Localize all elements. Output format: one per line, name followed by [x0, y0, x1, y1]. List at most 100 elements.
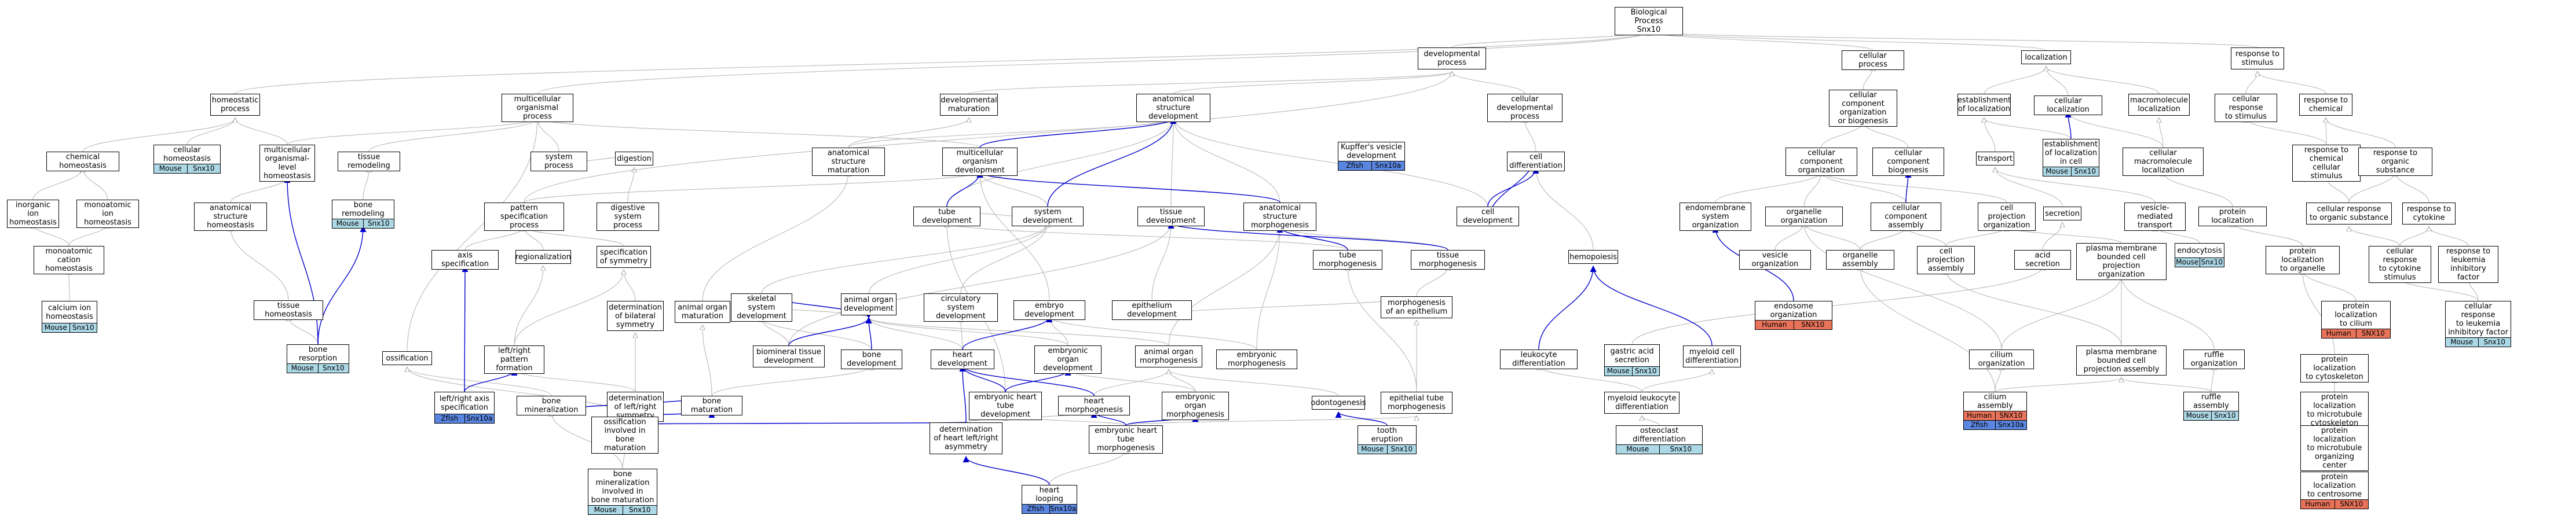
go-term-node[interactable]: anatomical structure morphogenesis [1243, 203, 1316, 231]
go-term-node[interactable]: cellular response to stimulus [2215, 94, 2277, 122]
go-term-node[interactable]: skeletal system development [731, 293, 792, 322]
go-term-node[interactable]: embryonic heart tube development [969, 392, 1042, 420]
go-term-node[interactable]: inorganic ion homeostasis [7, 200, 59, 228]
go-term-node[interactable]: cell differentiation [1507, 152, 1565, 171]
go-term-node[interactable]: macromolecule localization [2128, 94, 2190, 116]
go-term-node[interactable]: tissue remodeling [338, 152, 400, 171]
go-term-node[interactable]: digestion [615, 152, 653, 165]
go-term-node[interactable]: odontogenesis [1311, 396, 1366, 410]
go-term-node[interactable]: cellular component organization or bioge… [1829, 90, 1897, 127]
go-term-node[interactable]: organelle assembly [1826, 250, 1894, 270]
go-term-node[interactable]: protein localization to microtubule cyto… [2300, 392, 2369, 429]
go-term-node[interactable]: transport [1976, 152, 2014, 165]
go-term-node[interactable]: embryo development [1013, 300, 1085, 320]
go-term-node[interactable]: response to chemical [2299, 94, 2352, 116]
go-term-node[interactable]: axis specification [431, 250, 499, 270]
go-term-node[interactable]: left/right pattern formation [484, 345, 544, 374]
go-term-node[interactable]: heart development [931, 350, 994, 369]
go-term-node[interactable]: developmental maturation [940, 94, 998, 116]
go-term-node[interactable]: ruffle organization [2183, 350, 2245, 369]
go-term-node[interactable]: vesicle organization [1739, 250, 1811, 270]
go-term-node[interactable]: determination of bilateral symmetry [607, 301, 664, 331]
go-term-node[interactable]: ossification involved in bone maturation [591, 417, 658, 454]
go-term-node[interactable]: cell projection organization [1978, 203, 2036, 231]
go-term-node[interactable]: bone mineralization involved in bone mat… [588, 469, 657, 515]
go-term-node[interactable]: animal organ maturation [675, 301, 730, 323]
go-term-node[interactable]: cellular process [1842, 50, 1904, 70]
go-term-node[interactable]: circulatory system development [924, 293, 998, 322]
go-term-node[interactable]: anatomical structure maturation [812, 148, 885, 176]
go-term-node[interactable]: biomineral tissue development [753, 345, 825, 367]
go-term-node[interactable]: protein localization to cytoskeleton [2300, 354, 2369, 382]
go-term-node[interactable]: embryonic organ morphogenesis [1162, 392, 1229, 420]
go-term-node[interactable]: multicellular organismal process [502, 94, 573, 122]
go-term-node[interactable]: response to leukemia inhibitory factor [2438, 246, 2498, 283]
go-term-node[interactable]: organelle organization [1765, 207, 1843, 226]
go-term-node[interactable]: chemical homeostasis [46, 152, 119, 171]
go-term-node[interactable]: cilium organization [1969, 350, 2034, 369]
go-term-node[interactable]: response to cytokine [2402, 203, 2456, 225]
go-term-node[interactable]: embryonic morphogenesis [1216, 350, 1297, 369]
go-term-node[interactable]: multicellular organism development [942, 148, 1018, 176]
go-term-node[interactable]: acid secretion [2014, 250, 2071, 270]
go-term-node[interactable]: pattern specification process [484, 203, 564, 231]
go-term-node[interactable]: protein localization to microtubule orga… [2300, 425, 2369, 471]
go-term-node[interactable]: endomembrane system organization [1679, 203, 1751, 231]
go-term-node[interactable]: homeostatic process [210, 94, 260, 116]
go-term-node[interactable]: developmental process [1418, 47, 1486, 69]
go-term-node[interactable]: monoatomic cation homeostasis [34, 246, 104, 274]
go-term-node[interactable]: cell development [1457, 207, 1519, 226]
go-term-node[interactable]: secretion [2043, 207, 2081, 220]
go-term-node[interactable]: myeloid cell differentiation [1683, 345, 1741, 367]
go-term-node[interactable]: tissue homeostasis [254, 300, 323, 320]
go-term-node[interactable]: plasma membrane bounded cell projection … [2076, 345, 2167, 376]
go-term-node[interactable]: epithelial tube morphogenesis [1381, 392, 1452, 414]
go-term-node[interactable]: Biological Process Snx10 [1615, 7, 1683, 35]
go-term-node[interactable]: cellular localization [2034, 95, 2102, 115]
go-term-node[interactable]: specification of symmetry [597, 246, 651, 268]
go-term-node[interactable]: multicellular organismal-level homeostas… [259, 145, 315, 182]
go-term-node[interactable]: cellular component organization [1785, 148, 1857, 176]
go-term-node[interactable]: anatomical structure development [1136, 94, 1210, 122]
go-term-node[interactable]: anatomical structure homeostasis [194, 203, 267, 231]
go-term-node[interactable]: embryonic organ development [1034, 345, 1102, 374]
go-term-node[interactable]: tube morphogenesis [1313, 250, 1382, 270]
go-term-node[interactable]: protein localization [2198, 207, 2267, 226]
go-term-node[interactable]: vesicle-mediated transport [2124, 203, 2186, 231]
go-term-node[interactable]: ossification [382, 351, 432, 365]
go-term-node[interactable]: determination of heart left/right asymme… [930, 422, 1002, 454]
go-term-node[interactable]: response to chemical cellular stimulus [2292, 145, 2361, 182]
go-term-node[interactable]: cellular response to leukemia inhibitory… [2445, 301, 2511, 347]
go-term-node[interactable]: heart morphogenesis [1058, 396, 1130, 415]
go-term-node[interactable]: embryonic heart tube morphogenesis [1089, 425, 1163, 454]
go-term-node[interactable]: animal organ morphogenesis [1135, 345, 1202, 367]
go-term-node[interactable]: system process [530, 152, 587, 171]
go-term-node[interactable]: plasma membrane bounded cell projection … [2076, 243, 2167, 280]
go-term-node[interactable]: bone maturation [681, 396, 742, 415]
go-term-node[interactable]: hemopoiesis [1568, 250, 1618, 264]
go-term-node[interactable]: response to stimulus [2231, 47, 2284, 69]
go-term-node[interactable]: tissue development [1137, 207, 1205, 226]
go-term-node[interactable]: monoatomic ion homeostasis [76, 200, 139, 228]
go-term-node[interactable]: bone mineralization [517, 396, 586, 415]
go-term-node[interactable]: system development [1012, 207, 1084, 226]
go-term-node[interactable]: animal organ development [841, 293, 897, 315]
go-term-node[interactable]: cell projection assembly [1917, 246, 1975, 274]
go-term-node[interactable]: cellular component assembly [1871, 203, 1941, 231]
go-term-node[interactable]: tissue morphogenesis [1411, 250, 1485, 270]
go-term-node[interactable]: cellular macromolecule localization [2123, 148, 2204, 176]
go-term-node[interactable]: leukocyte differentiation [1500, 350, 1578, 369]
go-term-node[interactable]: epithelium development [1112, 300, 1192, 320]
go-term-node[interactable]: bone development [841, 350, 902, 369]
go-term-node[interactable]: myeloid leukocyte differentiation [1604, 392, 1679, 414]
